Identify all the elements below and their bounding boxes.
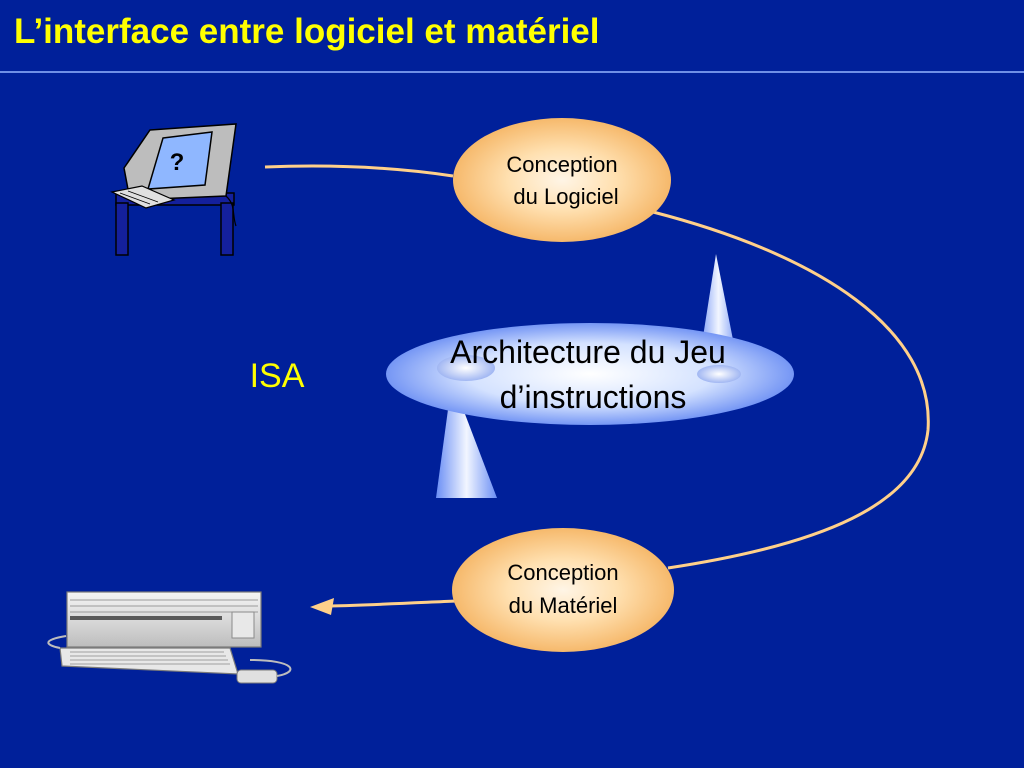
slide-title: L’interface entre logiciel et matériel [14,12,600,51]
software-node-line2: du Logiciel [513,184,618,209]
platform-hole-left [437,355,495,381]
isa-platform-disk [386,323,794,425]
connector-computer-to-software [264,164,454,178]
platform-label-line1: Architecture du Jeu [450,334,726,370]
software-node-line1: Conception [506,152,617,177]
screen-question-mark: ? [170,149,185,176]
hardware-node-line1: Conception [507,560,618,585]
title-divider [0,71,1024,73]
connector-hardware-to-computer [329,599,457,608]
isa-label: ISA [250,357,305,395]
platform-hole-right [697,365,741,383]
desktop-computer-icon [47,591,292,684]
computer-terminal-icon: ? [110,123,237,256]
platform-label-line2: d’instructions [500,379,687,415]
hardware-design-node: Conception du Matériel [452,528,674,652]
arrowhead-to-hardware-computer [310,598,334,615]
software-design-node: Conception du Logiciel [453,118,671,242]
hardware-node-line2: du Matériel [509,593,618,618]
connector-loop-software-to-hardware [652,210,930,570]
